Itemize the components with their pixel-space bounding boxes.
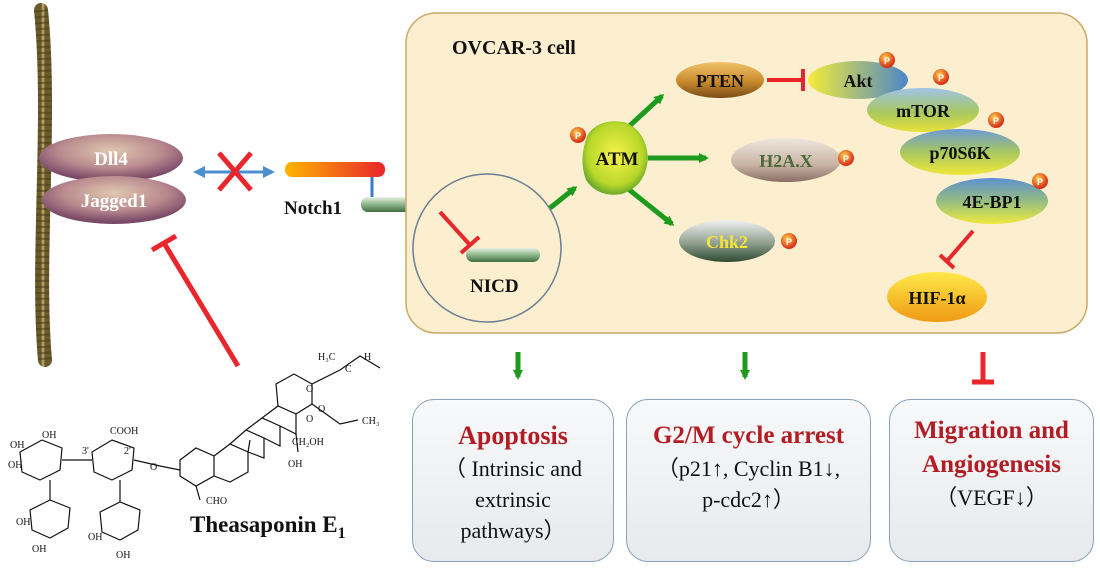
nicd-label: NICD	[470, 276, 519, 297]
atm-label: ATM	[596, 149, 639, 170]
mtor-node: mTOR P	[867, 69, 979, 132]
svg-text:OH: OH	[16, 517, 30, 528]
svg-text:3': 3'	[82, 446, 89, 457]
outcome-apoptosis-line3: pathways）	[460, 518, 566, 543]
phospho-atm	[570, 127, 586, 143]
svg-text:P: P	[993, 116, 999, 126]
svg-text:P: P	[786, 237, 792, 247]
phospho-4ebp1	[1032, 173, 1048, 189]
p70s6k-node: p70S6K P	[900, 112, 1020, 175]
outcome-arrows	[513, 352, 994, 385]
outcome-apoptosis-line1: （ Intrinsic and	[443, 456, 583, 481]
svg-text:OH: OH	[116, 550, 130, 561]
cell-membrane	[34, 3, 53, 367]
ligand-jagged1: Jagged1	[42, 176, 186, 224]
svg-text:OH: OH	[8, 460, 22, 471]
phospho-chk2	[781, 233, 797, 249]
hif1a-label: HIF-1α	[908, 288, 965, 308]
svg-text:H: H	[364, 352, 371, 363]
outcome-migration-title1: Migration and	[914, 417, 1069, 444]
svg-text:OH: OH	[42, 430, 56, 441]
svg-text:P: P	[575, 131, 581, 141]
svg-text:CH₂OH: CH₂OH	[292, 437, 324, 448]
atm-node: ATM P	[570, 121, 648, 195]
4ebp1-node: 4E-BP1 P	[936, 173, 1048, 224]
h2ax-label: H2A.X	[759, 151, 813, 171]
svg-text:OH: OH	[288, 459, 302, 470]
chk2-label: Chk2	[706, 232, 748, 252]
svg-text:P: P	[884, 56, 890, 66]
activation-arrows	[548, 93, 709, 226]
blocked-interaction	[193, 151, 275, 192]
outcome-cycle-line2: p-cdc2↑）	[702, 487, 795, 512]
svg-text:O: O	[150, 462, 157, 473]
outcome-migration-title2: Angiogenesis	[922, 451, 1061, 478]
h2ax-node: H2A.X P	[731, 138, 854, 182]
outcome-migration-line1: （VEGF↓）	[935, 485, 1048, 510]
svg-text:H₃C: H₃C	[318, 352, 336, 363]
ebp1-hif-inhibition	[938, 229, 975, 270]
svg-text:O: O	[306, 384, 313, 395]
svg-text:OH: OH	[10, 440, 24, 451]
outcome-cycle-line1: （p21↑, Cyclin B1↓,	[656, 456, 841, 481]
phospho-akt	[879, 52, 895, 68]
pten-akt-inhibition	[767, 69, 805, 91]
compound-name: Theasaponin E1	[190, 512, 346, 542]
pten-node: PTEN	[676, 62, 764, 98]
svg-text:P: P	[843, 154, 849, 164]
ligand-dll4-label: Dll4	[94, 149, 128, 170]
outcome-cycle-arrest: G2/M cycle arrest （p21↑, Cyclin B1↓, p-c…	[626, 399, 871, 562]
compound-inhibition	[150, 233, 241, 368]
svg-text:O: O	[318, 404, 325, 415]
chk2-node: Chk2 P	[679, 220, 797, 262]
svg-text:OH: OH	[32, 544, 46, 555]
svg-text:COOH: COOH	[110, 426, 138, 437]
phospho-h2ax	[838, 150, 854, 166]
mtor-label: mTOR	[896, 101, 951, 121]
outcome-cycle-title: G2/M cycle arrest	[652, 422, 845, 449]
akt-label: Akt	[843, 71, 872, 91]
svg-text:P: P	[1037, 177, 1043, 187]
svg-text:O: O	[306, 414, 313, 425]
outcome-apoptosis-title: Apoptosis	[458, 421, 568, 450]
pten-label: PTEN	[696, 71, 744, 91]
hif1a-node: HIF-1α	[887, 272, 987, 322]
svg-text:CHO: CHO	[206, 496, 227, 507]
theasaponin-structure	[19, 355, 381, 541]
p70s6k-label: p70S6K	[929, 143, 990, 163]
ligand-dll4: Dll4	[39, 134, 183, 182]
structure-labels: H₃C H C O O O CH₃ CH₂OH OH COOH CHO O 3'…	[8, 352, 379, 561]
ligand-jagged1-label: Jagged1	[81, 191, 148, 212]
notch1-label: Notch1	[284, 198, 342, 219]
svg-text:2': 2'	[124, 446, 131, 457]
outcome-migration: Migration and Angiogenesis （VEGF↓）	[889, 399, 1094, 562]
nicd-region: NICD	[412, 173, 562, 323]
4ebp1-label: 4E-BP1	[962, 192, 1021, 212]
svg-text:OH: OH	[88, 532, 102, 543]
cell-title: OVCAR-3 cell	[452, 37, 576, 59]
outcome-apoptosis: Apoptosis （ Intrinsic and extrinsic path…	[412, 399, 614, 562]
phospho-mtor	[933, 69, 949, 85]
outcome-apoptosis-line2: extrinsic	[475, 487, 551, 512]
svg-text:CH₃: CH₃	[362, 416, 379, 427]
phospho-p70s6k	[988, 112, 1004, 128]
svg-text:P: P	[938, 73, 944, 83]
akt-node: Akt P	[808, 52, 908, 99]
svg-text:C: C	[345, 364, 352, 375]
